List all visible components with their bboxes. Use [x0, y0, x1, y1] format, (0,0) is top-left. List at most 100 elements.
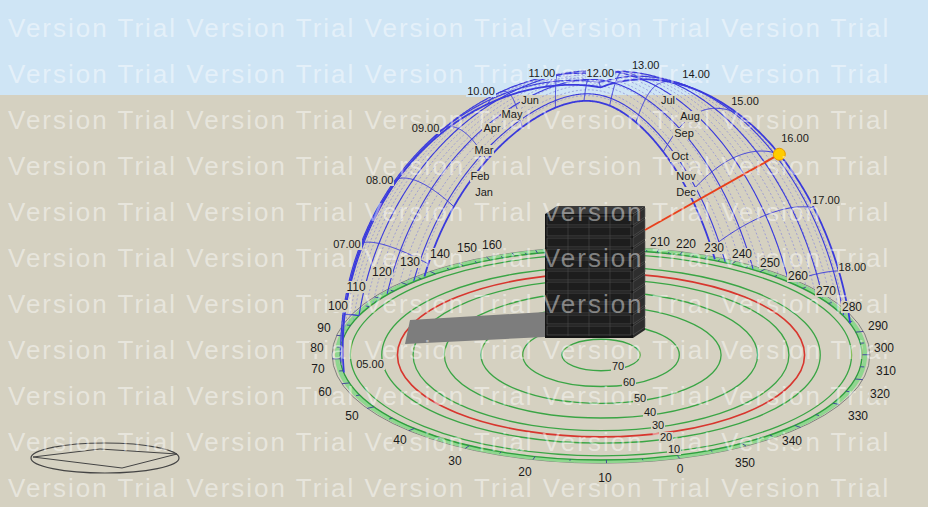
azimuth-label: 140 — [429, 248, 451, 260]
altitude-label: 40 — [643, 407, 657, 418]
azimuth-tick — [774, 275, 777, 276]
hour-label: 15.00 — [730, 96, 760, 107]
azimuth-label: 210 — [649, 236, 671, 248]
azimuth-label: 350 — [734, 457, 756, 469]
watermark-text: Version Trial Version Trial Version Tria… — [8, 383, 890, 409]
azimuth-label: 50 — [344, 410, 359, 422]
watermark-text: Version Trial Version Trial Version Tria… — [8, 429, 890, 455]
azimuth-tick — [856, 331, 864, 333]
azimuth-label: 110 — [345, 281, 366, 293]
azimuth-tick — [418, 278, 421, 279]
hour-label: 18.00 — [838, 262, 868, 273]
azimuth-label: 250 — [759, 257, 781, 269]
view-icon-line — [33, 454, 177, 468]
azimuth-tick — [816, 414, 819, 416]
azimuth-label: 160 — [481, 239, 503, 251]
building-side-floor — [633, 318, 645, 335]
watermark-text: Version Trial Version Trial Version Tria… — [8, 15, 890, 41]
azimuth-label: 150 — [456, 242, 478, 254]
hour-label: 13.00 — [631, 60, 661, 71]
azimuth-label: 280 — [841, 301, 863, 313]
month-label: Feb — [470, 171, 491, 182]
azimuth-tick — [803, 287, 806, 289]
altitude-label: 70 — [611, 361, 625, 372]
hour-label: 17.00 — [811, 195, 841, 206]
building — [545, 206, 645, 338]
azimuth-label: 260 — [787, 270, 809, 282]
azimuth-label: 10 — [597, 472, 612, 484]
month-label: Jul — [660, 95, 676, 106]
month-label: Dec — [675, 187, 697, 198]
watermark-text: Version Trial Version Trial Version Tria… — [8, 199, 890, 225]
building-column — [568, 216, 569, 336]
azimuth-label: 320 — [869, 388, 891, 400]
azimuth-label: 90 — [316, 322, 331, 334]
hour-label: 10.00 — [466, 86, 496, 97]
hour-label: 07.00 — [332, 239, 362, 250]
azimuth-label: 340 — [781, 435, 803, 447]
azimuth-label: 130 — [399, 256, 421, 268]
azimuth-label: 80 — [309, 342, 324, 354]
month-label: Jun — [520, 95, 540, 106]
month-label: May — [501, 109, 524, 120]
watermark-text: Version Trial Version Trial Version Tria… — [8, 475, 890, 501]
month-label: Nov — [675, 171, 697, 182]
azimuth-tick — [533, 457, 535, 460]
azimuth-label: 300 — [873, 342, 895, 354]
altitude-label: 60 — [622, 377, 636, 388]
azimuth-label: 30 — [447, 455, 462, 467]
azimuth-tick — [401, 283, 407, 285]
azimuth-label: 220 — [675, 238, 697, 250]
azimuth-label: 230 — [703, 242, 725, 254]
watermark-text: Version Trial Version Trial Version Tria… — [8, 61, 890, 87]
month-label: Mar — [474, 145, 495, 156]
hour-label: 12.00 — [586, 68, 616, 79]
azimuth-tick — [606, 460, 607, 463]
azimuth-label: 70 — [310, 363, 325, 375]
azimuth-tick — [347, 324, 351, 325]
watermark-text: Version Trial Version Trial Version Tria… — [8, 291, 890, 317]
azimuth-label: 20 — [517, 466, 532, 478]
month-label: Sep — [673, 128, 695, 139]
azimuth-label: 0 — [676, 463, 685, 475]
watermark-text: Version Trial Version Trial Version Tria… — [8, 153, 890, 179]
top-band — [0, 0, 928, 95]
altitude-label: 10 — [667, 444, 681, 455]
azimuth-label: 120 — [371, 266, 393, 278]
azimuth-label: 330 — [847, 410, 869, 422]
hour-label: 11.00 — [528, 68, 557, 79]
azimuth-tick — [642, 459, 644, 461]
hour-label: 08.00 — [365, 175, 395, 186]
altitude-label: 20 — [659, 432, 673, 443]
azimuth-tick — [389, 418, 392, 420]
hour-label: 16.00 — [780, 133, 810, 144]
azimuth-tick — [795, 425, 801, 427]
building-side — [633, 206, 645, 338]
azimuth-tick — [860, 366, 864, 367]
azimuth-label: 40 — [392, 434, 407, 446]
azimuth-label: 60 — [317, 386, 332, 398]
altitude-label: 50 — [633, 393, 647, 404]
azimuth-tick — [339, 370, 343, 371]
azimuth-tick — [677, 455, 679, 458]
building-column — [589, 216, 590, 336]
watermark-text: Version Trial Version Trial Version Tria… — [8, 337, 890, 363]
azimuth-label: 240 — [731, 248, 753, 260]
month-label: Oct — [670, 151, 689, 162]
hour-label: 09.00 — [411, 123, 441, 134]
azimuth-label: 270 — [815, 285, 837, 297]
azimuth-tick — [569, 459, 570, 461]
month-label: Apr — [482, 123, 501, 134]
azimuth-tick — [430, 271, 435, 273]
azimuth-label: 100 — [327, 300, 349, 312]
watermark-text: Version Trial Version Trial Version Tria… — [8, 107, 890, 133]
altitude-label: 30 — [651, 420, 665, 431]
building-front — [545, 214, 633, 338]
azimuth-tick — [855, 378, 863, 380]
hour-label: 05.00 — [355, 359, 385, 370]
building-column — [610, 216, 611, 336]
azimuth-label: 290 — [867, 320, 889, 332]
hour-label: 14.00 — [681, 69, 711, 80]
month-label: Jan — [474, 187, 494, 198]
